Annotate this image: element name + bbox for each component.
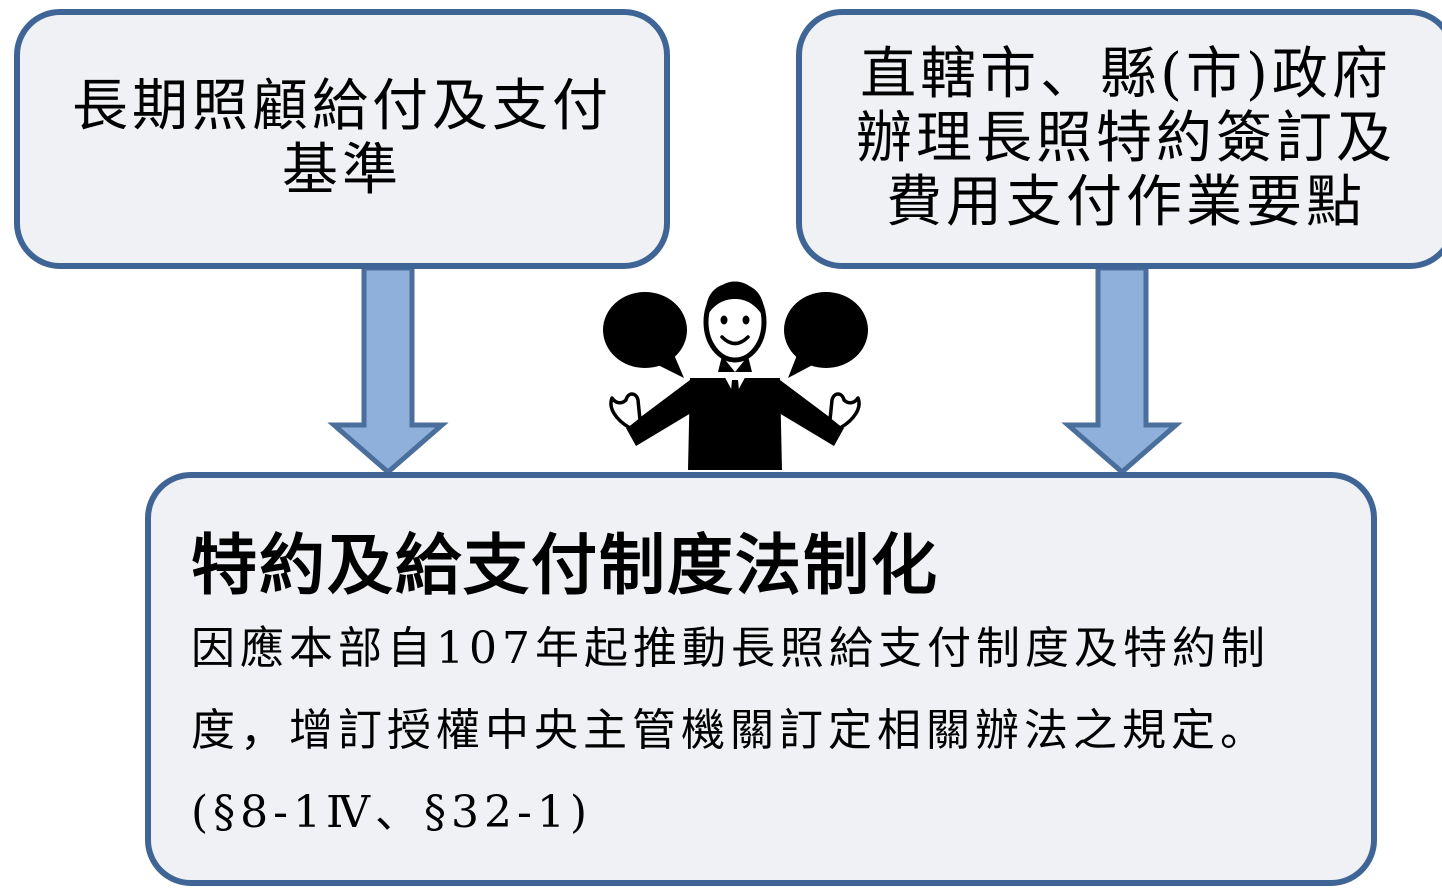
municipal-contract-guidelines-box: 直轄市、縣(市)政府 辦理長照特約簽訂及 費用支付作業要點 xyxy=(796,9,1442,269)
long-term-care-payment-standard-box: 長期照顧給付及支付 基準 xyxy=(14,9,670,269)
speech-bubble-icon xyxy=(784,292,868,378)
box-right-line-3: 費用支付作業要點 xyxy=(886,170,1366,235)
box-left-line-1: 長期照顧給付及支付 xyxy=(72,74,612,139)
down-arrow-icon xyxy=(327,265,449,476)
summary-line-3: (§8-1Ⅳ、§32-1) xyxy=(191,787,592,838)
businessman-icon xyxy=(609,281,861,470)
legalization-summary-box: 特約及給支付制度法制化 因應本部自107年起推動長照給支付制度及特約制 度，增訂… xyxy=(145,472,1377,886)
summary-line-2: 度，增訂授權中央主管機關訂定相關辦法之規定。 xyxy=(191,705,1269,756)
box-right-line-2: 辦理長照特約簽訂及 xyxy=(856,106,1396,171)
down-arrow-icon xyxy=(1061,265,1183,476)
speech-bubble-icon xyxy=(603,292,687,378)
summary-headline: 特約及給支付制度法制化 xyxy=(191,527,939,604)
summary-line-1: 因應本部自107年起推動長照給支付制度及特約制 xyxy=(191,623,1270,674)
box-right-line-1: 直轄市、縣(市)政府 xyxy=(860,42,1392,107)
box-left-line-2: 基準 xyxy=(282,138,402,203)
